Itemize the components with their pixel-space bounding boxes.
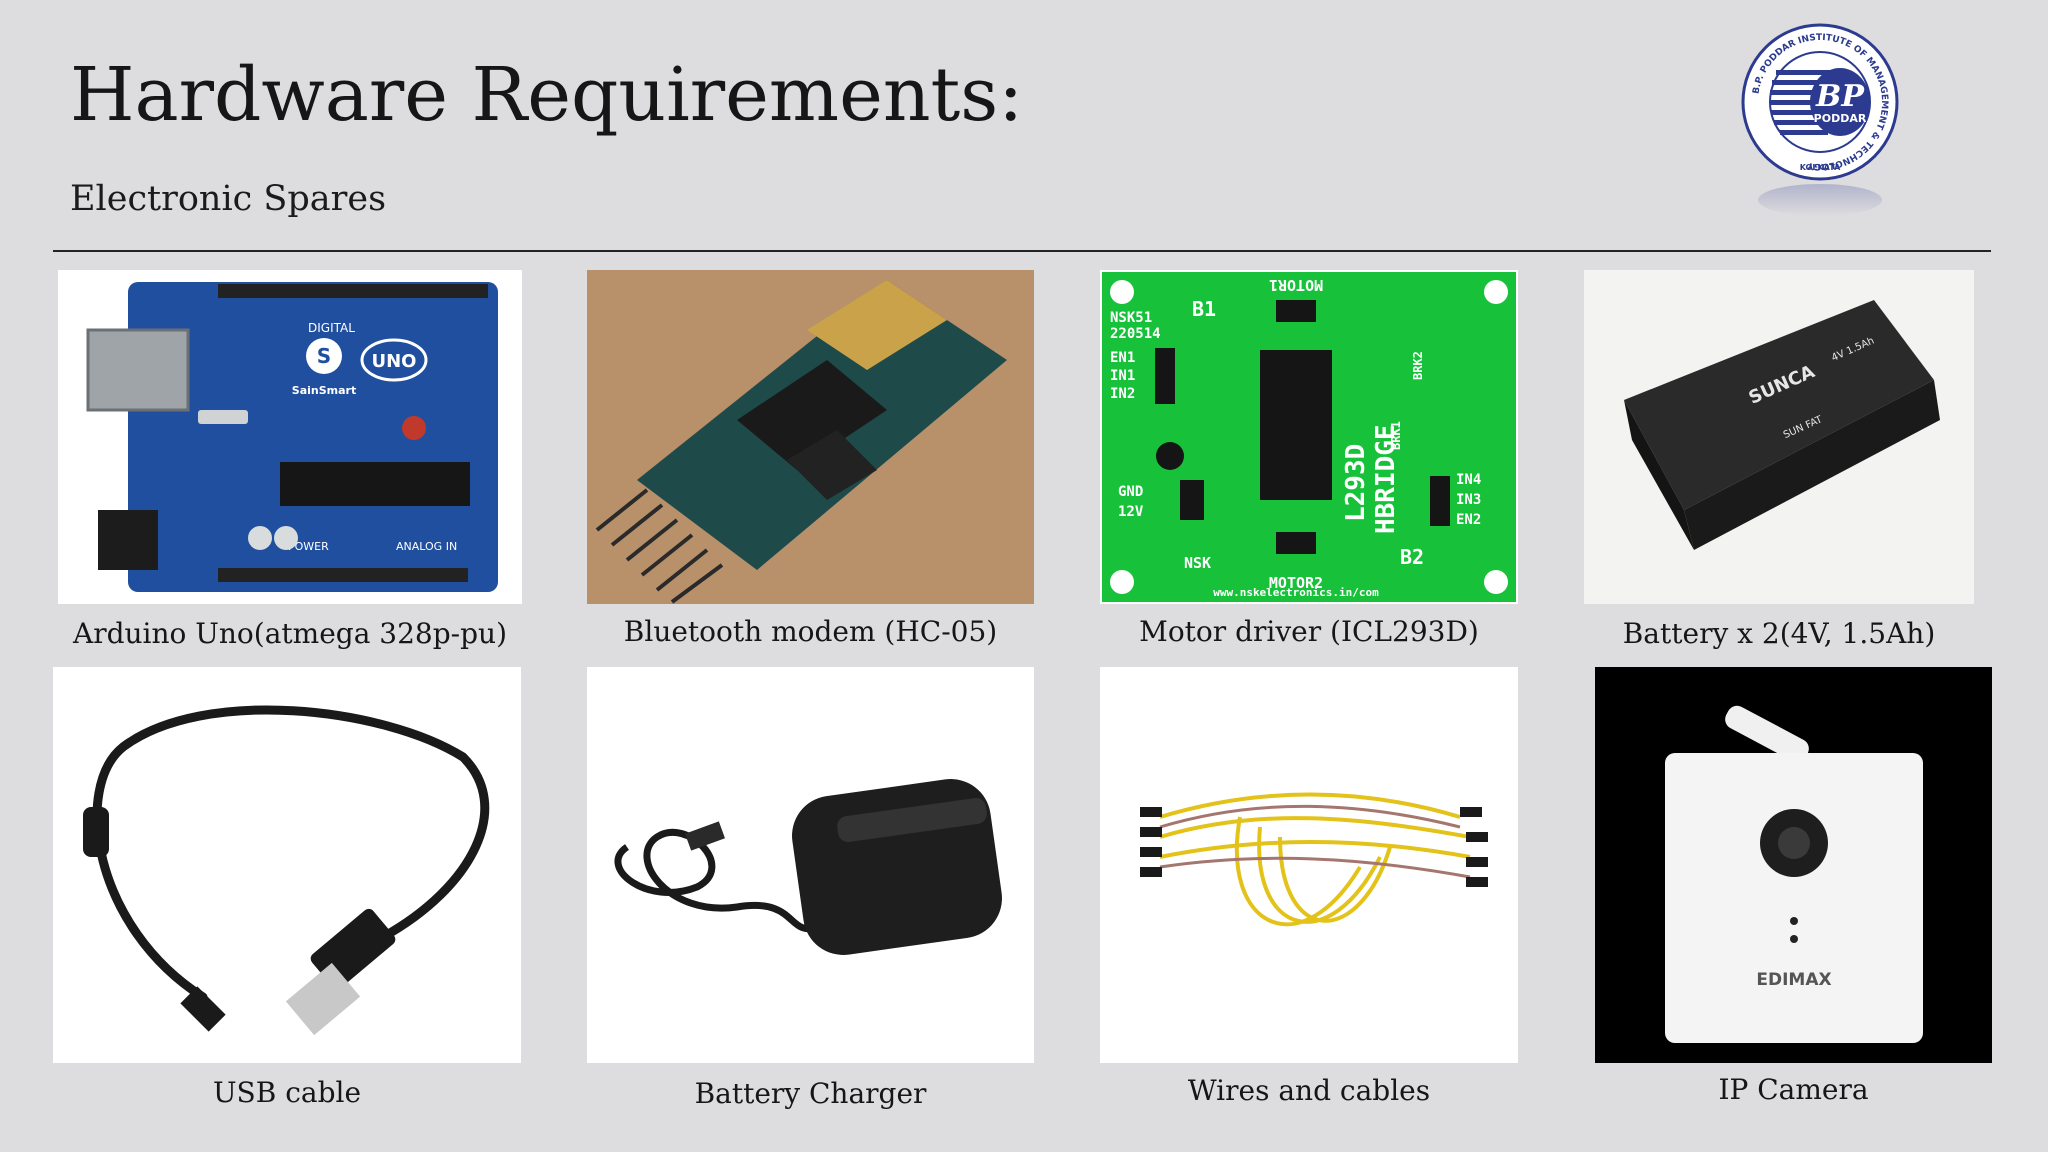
jumper-wires-image bbox=[1100, 667, 1518, 1063]
svg-text:L293D: L293D bbox=[1341, 444, 1371, 522]
ip-camera-image: EDIMAX bbox=[1595, 667, 1992, 1063]
svg-text:BRK1: BRK1 bbox=[1389, 421, 1403, 450]
slide-title: Hardware Requirements: bbox=[70, 52, 1024, 138]
svg-text:SainSmart: SainSmart bbox=[292, 384, 356, 397]
svg-text:B2: B2 bbox=[1400, 545, 1424, 569]
svg-text:IN2: IN2 bbox=[1110, 386, 1135, 402]
svg-text:B1: B1 bbox=[1192, 297, 1216, 321]
usb-cable-image bbox=[53, 667, 521, 1063]
svg-text:IN3: IN3 bbox=[1456, 492, 1481, 508]
svg-text:EDIMAX: EDIMAX bbox=[1756, 970, 1831, 990]
svg-text:MOTOR2: MOTOR2 bbox=[1269, 574, 1323, 592]
caption-bluetooth: Bluetooth modem (HC-05) bbox=[623, 615, 998, 648]
caption-charger: Battery Charger bbox=[694, 1077, 927, 1110]
institute-logo-icon: BP PODDAR B.P. PODDAR INSTITUTE OF MANAG… bbox=[1740, 20, 1900, 220]
caption-arduino: Arduino Uno(atmega 328p-pu) bbox=[72, 617, 507, 650]
svg-text:IN4: IN4 bbox=[1456, 472, 1481, 488]
svg-text:MOTOR1: MOTOR1 bbox=[1269, 276, 1323, 294]
svg-text:S: S bbox=[317, 344, 331, 368]
svg-text:DIGITAL: DIGITAL bbox=[308, 321, 355, 335]
bluetooth-module-image bbox=[587, 270, 1034, 604]
svg-text:12V: 12V bbox=[1118, 504, 1144, 520]
svg-text:220514: 220514 bbox=[1110, 326, 1161, 342]
slide-subtitle: Electronic Spares bbox=[70, 179, 387, 219]
svg-text:NSK: NSK bbox=[1184, 554, 1211, 572]
divider-line bbox=[53, 250, 1991, 252]
caption-motor-driver: Motor driver (ICL293D) bbox=[1139, 615, 1479, 648]
svg-text:www.nskelectronics.in/com: www.nskelectronics.in/com bbox=[1213, 586, 1379, 599]
charger-image bbox=[587, 667, 1034, 1063]
svg-text:GND: GND bbox=[1118, 484, 1143, 500]
caption-ip-camera: IP Camera bbox=[1718, 1073, 1869, 1106]
svg-text:POWER: POWER bbox=[288, 540, 329, 553]
svg-text:BRK2: BRK2 bbox=[1411, 351, 1425, 380]
svg-text:NSK51: NSK51 bbox=[1110, 310, 1152, 326]
motor-driver-image: MOTOR1 MOTOR2 B1 B2 NSK51 220514 EN1 IN1… bbox=[1100, 270, 1518, 604]
svg-text:ANALOG IN: ANALOG IN bbox=[396, 540, 457, 553]
svg-text:IN1: IN1 bbox=[1110, 368, 1135, 384]
caption-wires: Wires and cables bbox=[1187, 1074, 1431, 1107]
caption-battery: Battery x 2(4V, 1.5Ah) bbox=[1622, 617, 1936, 650]
svg-text:HBRIDGE: HBRIDGE bbox=[1371, 424, 1401, 534]
svg-text:UNO: UNO bbox=[372, 351, 417, 372]
caption-usb-cable: USB cable bbox=[212, 1076, 362, 1109]
svg-text:KOLKATA: KOLKATA bbox=[1800, 163, 1841, 172]
svg-text:EN1: EN1 bbox=[1110, 350, 1135, 366]
svg-text:BP: BP bbox=[1815, 79, 1865, 114]
svg-text:PODDAR: PODDAR bbox=[1814, 112, 1867, 125]
battery-image: SUNCA 4V 1.5Ah SUN FAT bbox=[1584, 270, 1974, 604]
arduino-uno-image: S UNO SainSmart DIGITAL POWER ANALOG IN bbox=[58, 270, 522, 604]
svg-text:EN2: EN2 bbox=[1456, 512, 1481, 528]
